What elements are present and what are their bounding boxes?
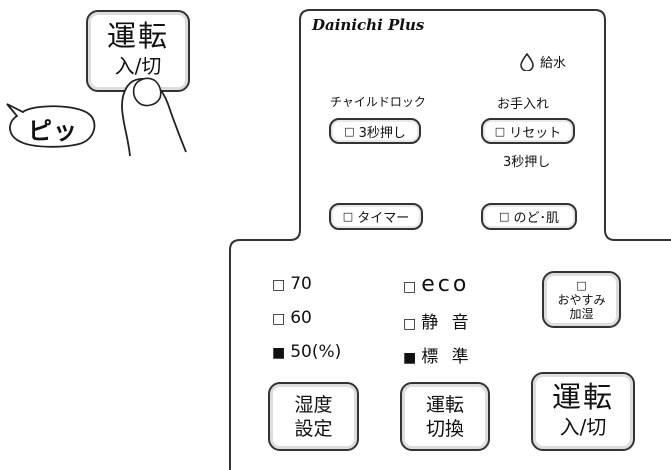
humidity-50-indicator: ■ <box>272 345 286 361</box>
mode-switch-button[interactable]: 運転 切換 <box>400 382 490 451</box>
humidity-50-label: 50(%) <box>290 342 342 362</box>
beep-text: ピッ <box>28 117 78 145</box>
child-lock-indicator: □ <box>344 124 355 138</box>
pressing-finger-icon <box>121 77 187 157</box>
mode-switch-line1: 運転 <box>425 393 464 416</box>
mode-eco: □eco <box>403 272 469 297</box>
power-button[interactable]: 運転 入/切 <box>531 372 635 451</box>
power-button-line1: 運転 <box>551 379 614 414</box>
timer-indicator: □ <box>342 210 354 223</box>
throat-skin-indicator: □ <box>499 210 510 223</box>
brand-logo: Dainichi Plus <box>312 16 425 34</box>
humidity-level-60: □60 <box>272 308 312 328</box>
mode-switch-line2: 切換 <box>425 417 464 440</box>
throat-skin-button-label: のど･肌 <box>513 211 559 226</box>
humidity-70-label: 70 <box>290 274 312 294</box>
timer-button-label: タイマー <box>357 211 410 226</box>
sleep-humidify-line2: 加湿 <box>569 306 594 321</box>
timer-button[interactable]: □ タイマー <box>329 203 423 230</box>
humidity-70-indicator: □ <box>272 277 286 293</box>
hint-power-button: 運転 入/切 <box>86 10 190 92</box>
humidity-setting-line2: 設定 <box>294 417 333 440</box>
hint-button-line2: 入/切 <box>114 54 162 78</box>
mode-standard: ■標 準 <box>403 342 473 367</box>
mode-standard-label: 標 準 <box>421 347 473 367</box>
sleep-humidify-indicator: □ <box>576 278 587 292</box>
child-lock-title: チャイルドロック <box>330 95 426 109</box>
mode-eco-label: eco <box>421 272 470 297</box>
maintenance-title: お手入れ <box>497 97 550 112</box>
mode-eco-indicator: □ <box>403 279 417 295</box>
mode-quiet: □静 音 <box>403 308 473 333</box>
sleep-humidify-button[interactable]: □ おやすみ 加湿 <box>542 271 621 328</box>
humidity-level-50: ■50(%) <box>272 342 341 362</box>
humidity-setting-line1: 湿度 <box>294 393 333 416</box>
mode-quiet-label: 静 音 <box>421 313 473 333</box>
water-label: 給水 <box>540 56 567 71</box>
child-lock-button[interactable]: □ 3秒押し <box>329 118 421 144</box>
mode-standard-indicator: ■ <box>403 350 417 366</box>
humidity-60-label: 60 <box>290 308 312 328</box>
throat-skin-button[interactable]: □ のど･肌 <box>481 203 577 230</box>
mode-quiet-indicator: □ <box>403 316 417 332</box>
beep-speech-bubble <box>6 103 96 148</box>
maintenance-note: 3秒押し <box>503 155 551 170</box>
humidity-setting-button[interactable]: 湿度 設定 <box>268 382 359 451</box>
sleep-humidify-line1: おやすみ <box>557 292 606 307</box>
maintenance-reset-button[interactable]: □ リセット <box>481 118 575 144</box>
maintenance-indicator: □ <box>494 124 506 138</box>
child-lock-button-label: 3秒押し <box>358 125 406 141</box>
power-button-line2: 入/切 <box>559 414 607 439</box>
water-drop-icon <box>520 52 534 71</box>
water-indicator: 給水 <box>520 52 566 71</box>
humidity-60-indicator: □ <box>272 311 286 327</box>
maintenance-button-label: リセット <box>509 125 562 141</box>
humidity-level-70: □70 <box>272 274 312 294</box>
hint-button-line1: 運転 <box>106 19 169 53</box>
